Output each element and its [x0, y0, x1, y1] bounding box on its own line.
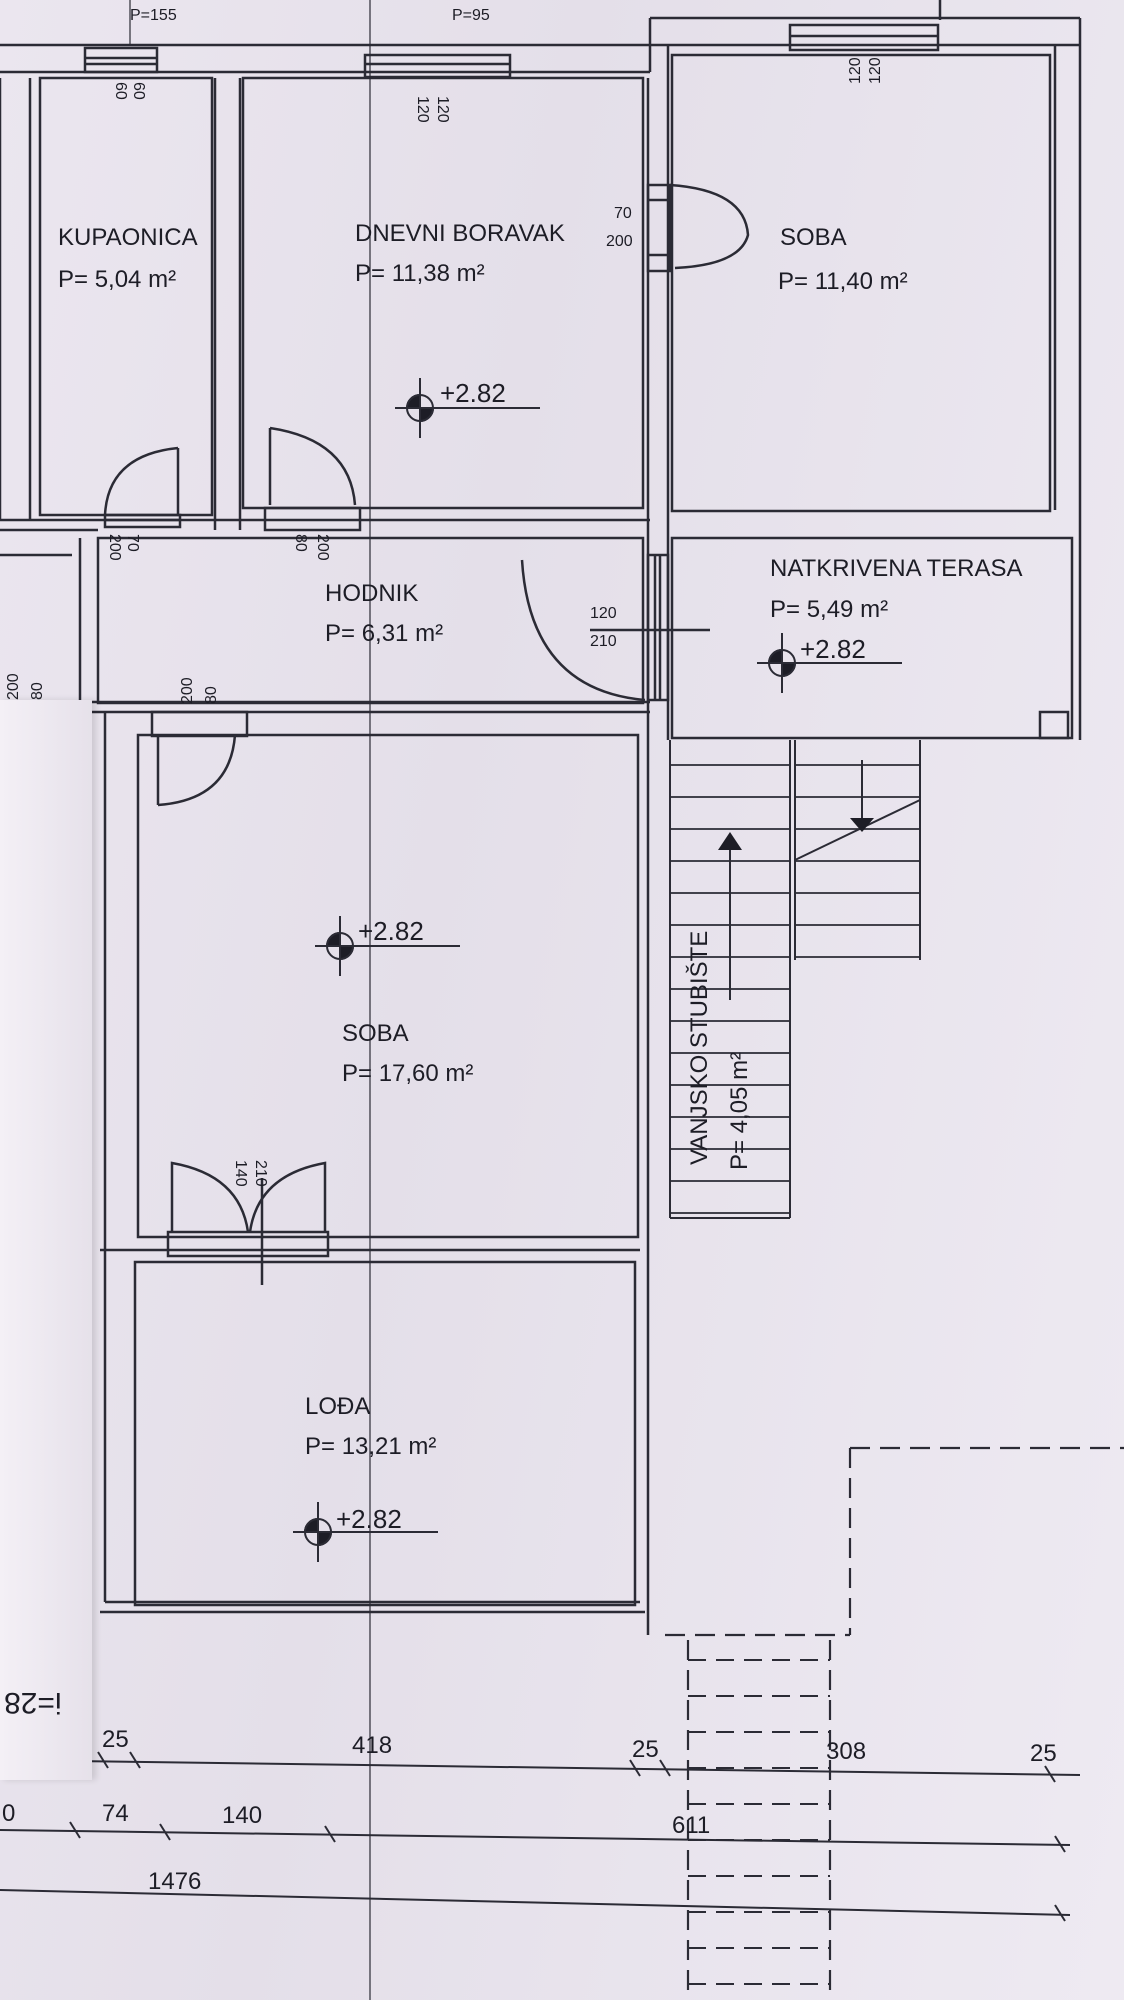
arrow-down-icon — [850, 818, 874, 832]
level-boravak: +2.82 — [440, 378, 506, 408]
dim-418: 418 — [352, 1732, 393, 1759]
room-name-stubiste: VANJSKO STUBIŠTE — [686, 930, 713, 1165]
window-dim-3b: 120 — [867, 57, 884, 84]
room-loda — [133, 1260, 637, 1607]
level-soba2: +2.82 — [358, 916, 424, 946]
dim-0: 0 — [2, 1800, 16, 1827]
window-dim-1a: 60 — [112, 82, 129, 100]
door-dim-h-ter: 210 — [590, 633, 617, 650]
dim-25-b: 25 — [632, 1736, 659, 1763]
room-name-kupaonica: KUPAONICA — [58, 224, 198, 251]
room-name-dnevni: DNEVNI BORAVAK — [355, 220, 565, 247]
room-soba1 — [670, 53, 1052, 513]
arrow-up-icon — [718, 832, 742, 850]
room-dnevni — [241, 76, 645, 510]
door-dim-w-bor: 80 — [292, 534, 309, 552]
level-loda: +2.82 — [336, 1504, 402, 1534]
room-area-hodnik: P= 6,31 m² — [325, 620, 444, 647]
room-area-soba1: P= 11,40 m² — [778, 268, 908, 295]
door-dim-h-left: 200 — [5, 673, 22, 700]
level-marker-loda — [293, 1502, 438, 1562]
door-dim-h-loda: 210 — [252, 1160, 269, 1187]
dim-308: 308 — [826, 1738, 867, 1765]
room-area-stubiste: P= 4,05 m² — [726, 1051, 753, 1170]
room-area-soba2: P= 17,60 m² — [342, 1060, 474, 1087]
room-name-hodnik: HODNIK — [325, 580, 419, 607]
paper-fold-left — [0, 700, 92, 1780]
room-name-soba2: SOBA — [342, 1020, 409, 1047]
door-dim-w-1: 70 — [614, 205, 632, 222]
dim-74: 74 — [102, 1800, 129, 1827]
dim-140: 140 — [222, 1802, 263, 1829]
room-terasa — [670, 536, 1074, 740]
door-dim-h-1: 200 — [606, 233, 633, 250]
door-dim-w-soba2: 80 — [203, 686, 220, 704]
room-name-soba1: SOBA — [780, 224, 847, 251]
edge-text: i=28 — [4, 1686, 62, 1719]
window-dim-2b: 120 — [434, 96, 451, 123]
window-label-1: P=155 — [130, 7, 177, 24]
door-dim-h-kup: 200 — [106, 534, 123, 561]
room-name-terasa: NATKRIVENA TERASA — [770, 555, 1023, 582]
room-area-dnevni: P= 11,38 m² — [355, 260, 485, 287]
room-name-loda: LOĐA — [305, 1393, 371, 1420]
door-dim-h-soba2: 200 — [179, 677, 196, 704]
door-dim-w-kup: 70 — [124, 534, 141, 552]
door-dim-w-left: 80 — [29, 682, 46, 700]
door-dim-w-ter: 120 — [590, 605, 617, 622]
window-dim-1b: 60 — [130, 82, 147, 100]
dim-25-c: 25 — [1030, 1740, 1057, 1767]
room-kupaonica — [38, 76, 214, 517]
dim-611: 611 — [672, 1812, 711, 1839]
room-area-terasa: P= 5,49 m² — [770, 596, 889, 623]
door-dim-w-loda: 140 — [232, 1160, 249, 1187]
level-marker-terasa — [757, 633, 902, 693]
dim-1476: 1476 — [148, 1868, 202, 1895]
window-dim-2a: 120 — [414, 96, 431, 123]
level-marker-boravak — [395, 378, 540, 438]
room-area-loda: P= 13,21 m² — [305, 1433, 437, 1460]
door-dim-h-bor: 200 — [314, 534, 331, 561]
dim-25-a: 25 — [102, 1726, 129, 1753]
level-terasa: +2.82 — [800, 634, 866, 664]
room-soba2 — [136, 733, 640, 1239]
window-label-2: P=95 — [452, 7, 490, 24]
window-dim-3a: 120 — [847, 57, 864, 84]
room-area-kupaonica: P= 5,04 m² — [58, 266, 177, 293]
level-marker-soba2 — [315, 916, 460, 976]
